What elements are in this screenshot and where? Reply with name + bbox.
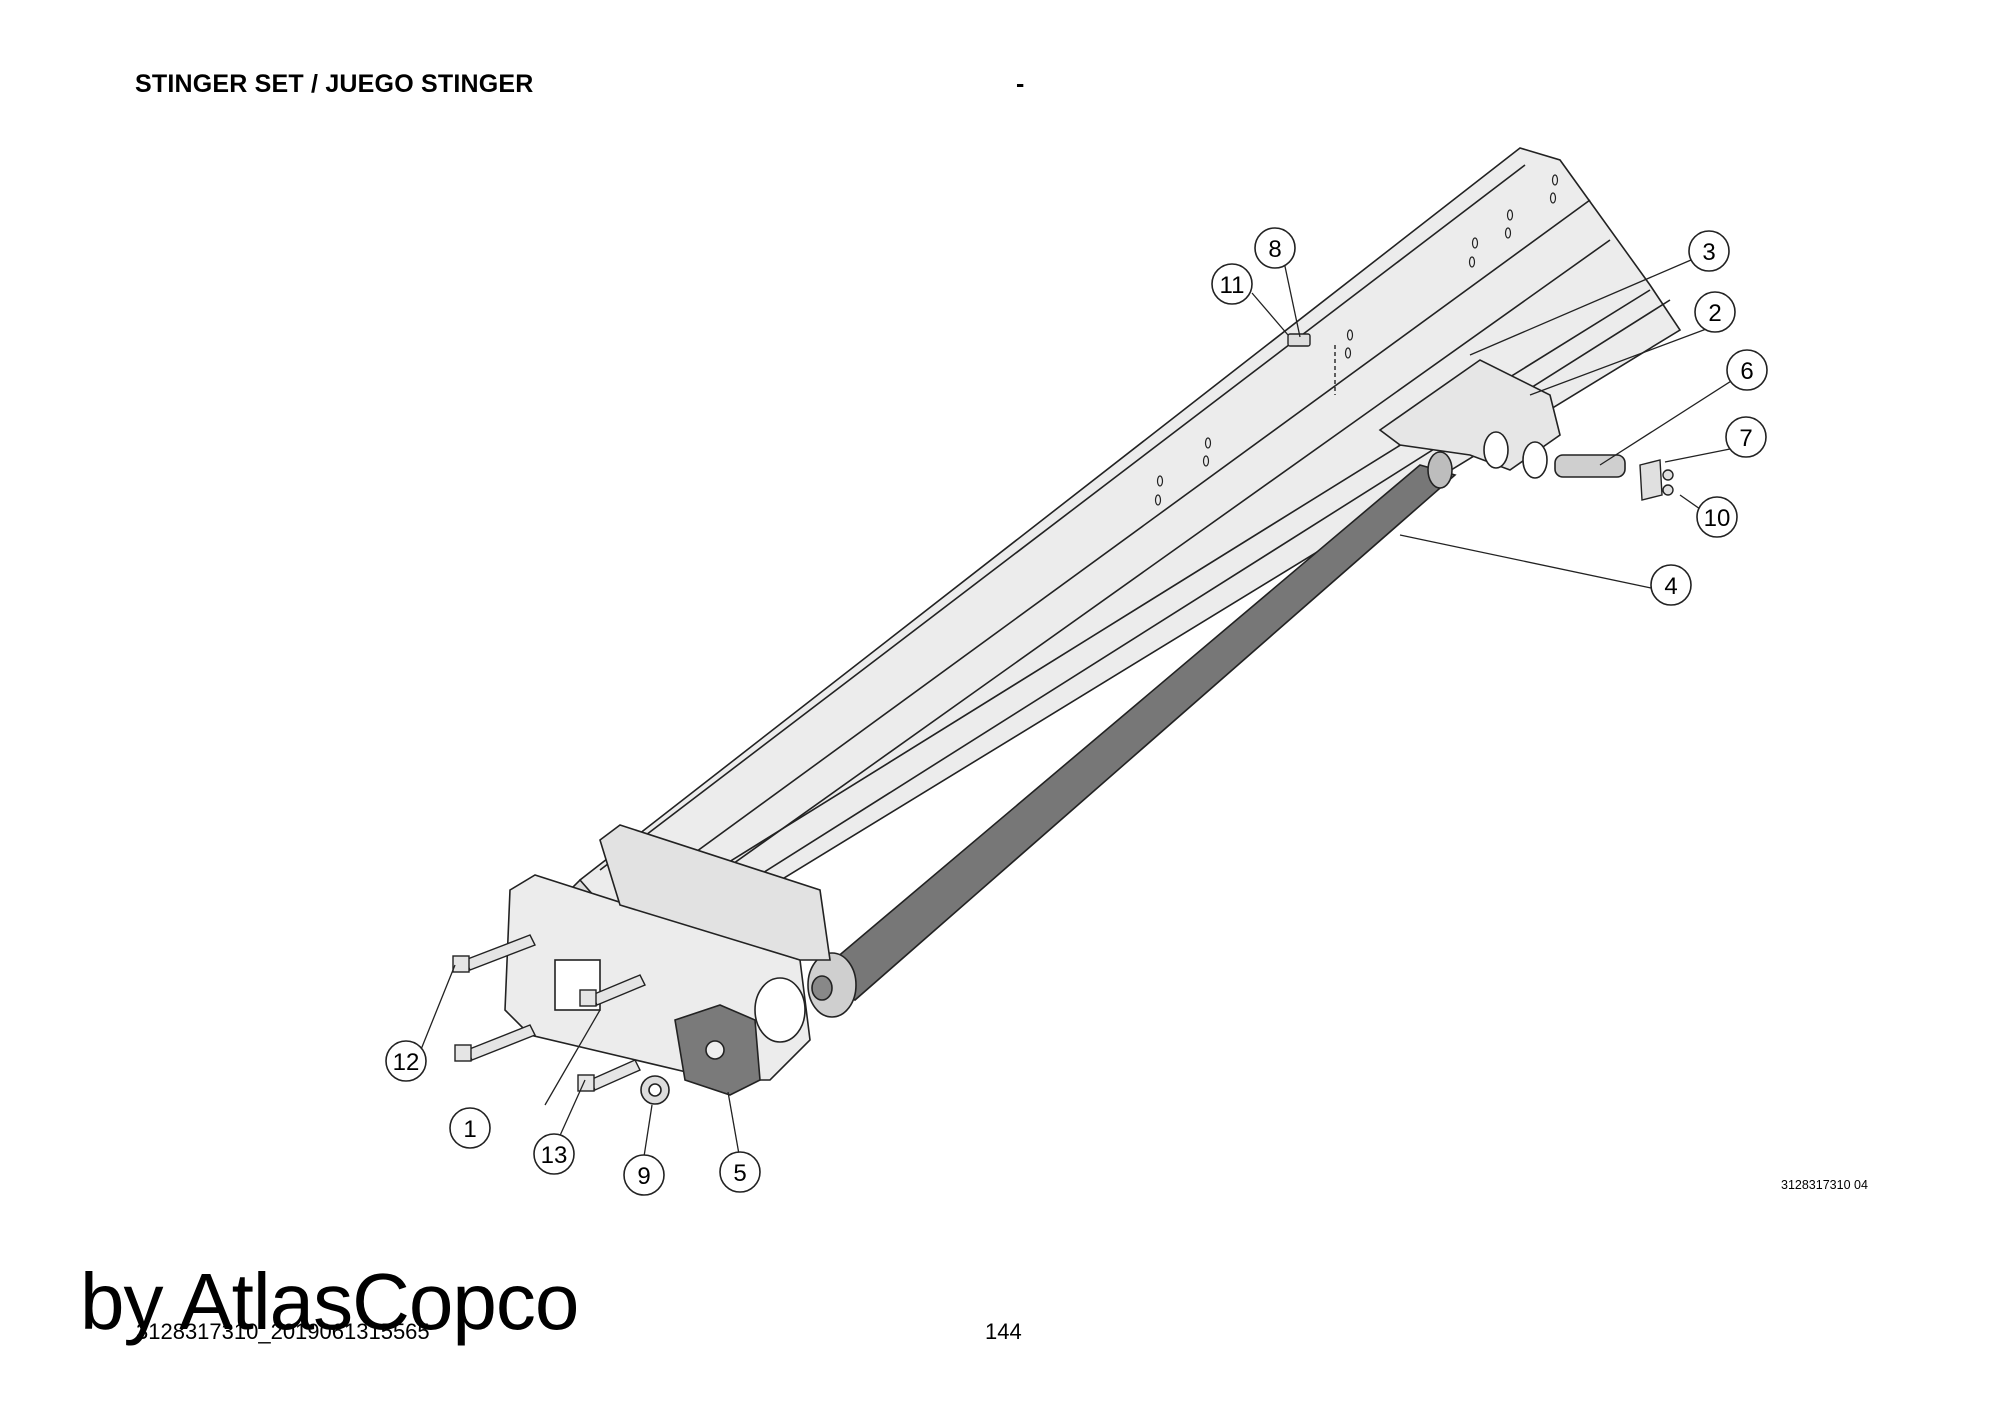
- frame-holes: [1154, 174, 1559, 506]
- callout-label: 12: [393, 1049, 420, 1076]
- footer-document-id: 3128317310_2019061315565: [136, 1319, 430, 1344]
- callout-2: 2: [1694, 291, 1736, 333]
- cam-block: [674, 1004, 761, 1096]
- callout-4: 4: [1650, 564, 1692, 606]
- stinger-frame: [558, 147, 1682, 977]
- callout-13: 13: [533, 1133, 575, 1175]
- callout-11: 11: [1211, 263, 1253, 305]
- leader-lines: [419, 256, 1741, 1164]
- callout-label: 5: [733, 1160, 746, 1187]
- drawing-number: 3128317310 04: [1781, 1178, 1868, 1192]
- callout-label: 13: [541, 1142, 568, 1169]
- callout-10: 10: [1696, 496, 1738, 538]
- callout-6: 6: [1726, 349, 1768, 391]
- mounting-bolts: [452, 934, 646, 1092]
- page-title: STINGER SET / JUEGO STINGER: [135, 70, 534, 98]
- callout-12: 12: [385, 1040, 427, 1082]
- pivot-pin: [1554, 454, 1626, 478]
- callout-label: 10: [1704, 505, 1731, 532]
- callout-label: 8: [1268, 236, 1281, 263]
- page-dash: -: [1016, 70, 1025, 98]
- callout-label: 4: [1664, 573, 1677, 600]
- callout-1: 1: [449, 1107, 491, 1149]
- callout-label: 9: [637, 1163, 650, 1190]
- callout-7: 7: [1725, 416, 1767, 458]
- hydraulic-cylinder: [807, 451, 1457, 1018]
- callout-label: 3: [1702, 239, 1715, 266]
- callout-3: 3: [1688, 230, 1730, 272]
- callout-8: 8: [1254, 227, 1296, 269]
- callout-9: 9: [623, 1154, 665, 1196]
- callout-label: 6: [1740, 358, 1753, 385]
- cylinder-bracket: [1378, 359, 1561, 479]
- callout-label: 2: [1708, 300, 1721, 327]
- page-number: 144: [985, 1319, 1022, 1344]
- callout-label: 11: [1220, 272, 1245, 299]
- watermark: by AtlasCopco: [80, 1257, 579, 1346]
- callout-label: 7: [1739, 425, 1752, 452]
- nut: [640, 1075, 670, 1105]
- callout-5: 5: [719, 1151, 761, 1193]
- retaining-plate: [1639, 459, 1674, 501]
- callout-label: 1: [463, 1116, 476, 1143]
